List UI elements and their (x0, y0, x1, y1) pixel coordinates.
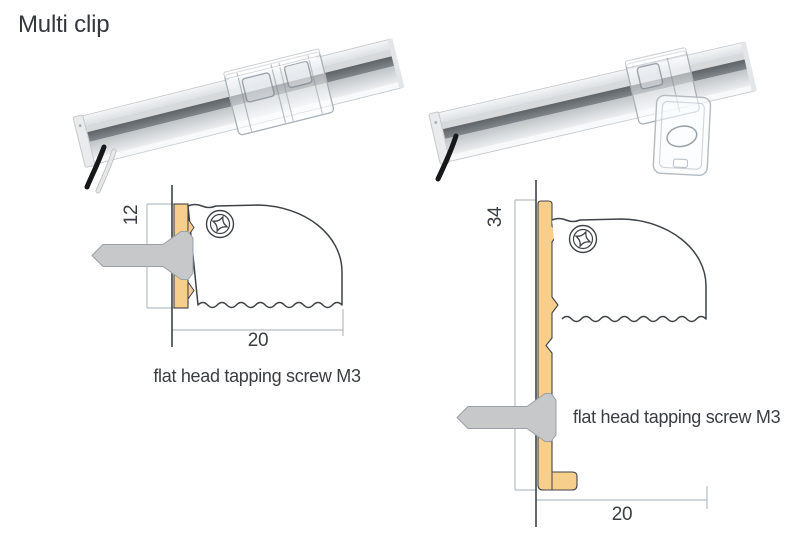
white-wire (96, 149, 116, 193)
phillips-screw-head-icon (205, 209, 235, 239)
page-title: Multi clip (18, 11, 110, 38)
screw-caption-left: flat head tapping screw M3 (153, 366, 361, 386)
profile-cut-end (740, 41, 757, 92)
black-wire (84, 144, 107, 190)
clip-mounting-tab (652, 94, 712, 177)
end-cap-pin (78, 124, 82, 128)
dimension-label-height-right: 34 (485, 206, 506, 228)
dimension-label-height-left: 12 (121, 204, 142, 226)
clip-window (241, 72, 275, 103)
product-photo-left (72, 38, 405, 194)
screw-caption-right: flat head tapping screw M3 (573, 407, 781, 427)
dimension-label-width-left: 20 (247, 330, 269, 351)
aluminum-profile-bar (72, 38, 405, 168)
tab-notch (672, 158, 689, 169)
end-cap-pin (434, 121, 438, 124)
clip-window (283, 60, 313, 89)
product-photo-right (428, 41, 757, 182)
black-wire (435, 133, 459, 182)
dimension-label-width-right: 20 (611, 504, 633, 525)
clip-retention-tab (187, 217, 195, 238)
multi-clip-transparent (223, 48, 335, 136)
clip-retention-tab (187, 280, 195, 301)
drawing-left (91, 185, 344, 347)
tapping-screw (456, 393, 557, 442)
tab-screw-hole (666, 125, 698, 148)
phillips-screw-head-icon (568, 224, 598, 254)
tapping-screw (91, 231, 194, 280)
clip-window (636, 62, 664, 90)
drawing-right (456, 180, 708, 527)
end-cap (72, 114, 96, 168)
profile-cut-end (387, 38, 405, 89)
